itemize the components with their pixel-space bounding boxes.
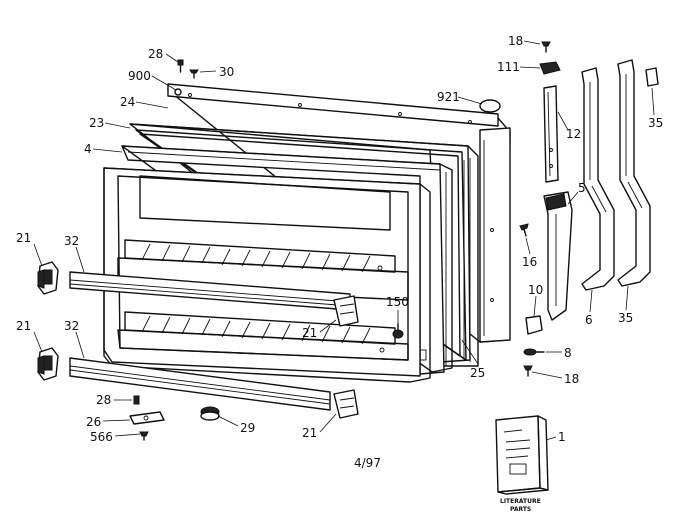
callout-150: 150 <box>386 295 409 309</box>
callout-8: 8 <box>564 346 572 360</box>
literature-booklet: LITERATURE PARTS <box>495 415 549 513</box>
date-code: 4/97 <box>354 456 381 470</box>
door-liner <box>103 167 431 383</box>
bracket-5 <box>543 191 573 321</box>
leader-lines <box>33 40 655 441</box>
callout-25: 25 <box>470 366 485 380</box>
callout-111: 111 <box>497 60 520 74</box>
cap-35 <box>645 67 659 87</box>
callout-12: 12 <box>566 127 581 141</box>
callout-18-top: 18 <box>508 34 523 48</box>
booklet-caption-line2: PARTS <box>510 506 531 513</box>
callout-21-right-upper: 21 <box>302 326 317 340</box>
plate-26 <box>129 411 165 425</box>
callout-21-right-lower: 21 <box>302 426 317 440</box>
callout-21-left-upper: 21 <box>16 231 31 245</box>
rail-end-cap-right-upper <box>333 295 359 327</box>
block-10 <box>525 315 543 335</box>
callout-30: 30 <box>219 65 234 79</box>
rail-end-cap-left-lower <box>37 347 59 381</box>
callout-900: 900 <box>128 69 151 83</box>
screw-18-top <box>541 41 551 53</box>
callout-26: 26 <box>86 415 101 429</box>
hinge-block-111 <box>539 61 561 75</box>
screw-18-bottom <box>523 365 533 377</box>
screw-16 <box>519 223 529 237</box>
screw-8 <box>523 348 545 356</box>
callout-921: 921 <box>437 90 460 104</box>
screw-28-bottom <box>133 395 140 405</box>
plug-921 <box>479 99 501 113</box>
callout-10: 10 <box>528 283 543 297</box>
callout-5: 5 <box>578 181 586 195</box>
plug-29 <box>200 406 220 421</box>
rail-end-cap-left-upper <box>37 261 59 295</box>
screw-30 <box>189 69 199 79</box>
callout-35-strap: 35 <box>618 311 633 325</box>
callout-32-upper: 32 <box>64 234 79 248</box>
callout-16: 16 <box>522 255 537 269</box>
screw-28-top <box>177 59 184 73</box>
door-strap-6 <box>581 67 615 291</box>
callout-29: 29 <box>240 421 255 435</box>
callout-32-lower: 32 <box>64 319 79 333</box>
callout-6: 6 <box>585 313 593 327</box>
callout-1: 1 <box>558 430 566 444</box>
callout-21-left-lower: 21 <box>16 319 31 333</box>
callout-24: 24 <box>120 95 135 109</box>
door-strap-35 <box>617 59 651 287</box>
hinge-bar-12 <box>543 85 559 183</box>
shelf-rail-lower <box>69 357 331 411</box>
screw-150 <box>392 323 404 339</box>
plug-900 <box>174 88 182 96</box>
callout-28-bottom: 28 <box>96 393 111 407</box>
callout-28-top: 28 <box>148 47 163 61</box>
callout-566: 566 <box>90 430 113 444</box>
booklet-caption-line1: LITERATURE <box>500 498 541 505</box>
screw-566 <box>139 431 149 441</box>
callout-labels: 28 30 900 24 23 4 921 18 111 12 5 16 10 … <box>16 34 663 470</box>
callout-18-bottom: 18 <box>564 372 579 386</box>
callout-35-cap: 35 <box>648 116 663 130</box>
callout-23: 23 <box>89 116 104 130</box>
rail-end-cap-right-lower <box>333 389 359 419</box>
callout-4: 4 <box>84 142 92 156</box>
